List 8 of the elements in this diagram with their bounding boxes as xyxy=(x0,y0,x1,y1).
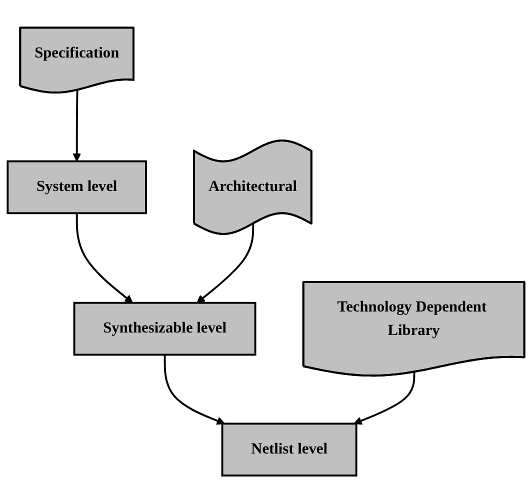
arrow xyxy=(164,354,226,425)
arrow xyxy=(76,213,133,304)
node-box: System level xyxy=(6,160,147,214)
arrow xyxy=(354,372,416,425)
node-box: Synthesizable level xyxy=(73,302,256,356)
arrow xyxy=(196,224,254,304)
node-box: Netlist level xyxy=(221,422,358,476)
arrow xyxy=(72,90,82,162)
